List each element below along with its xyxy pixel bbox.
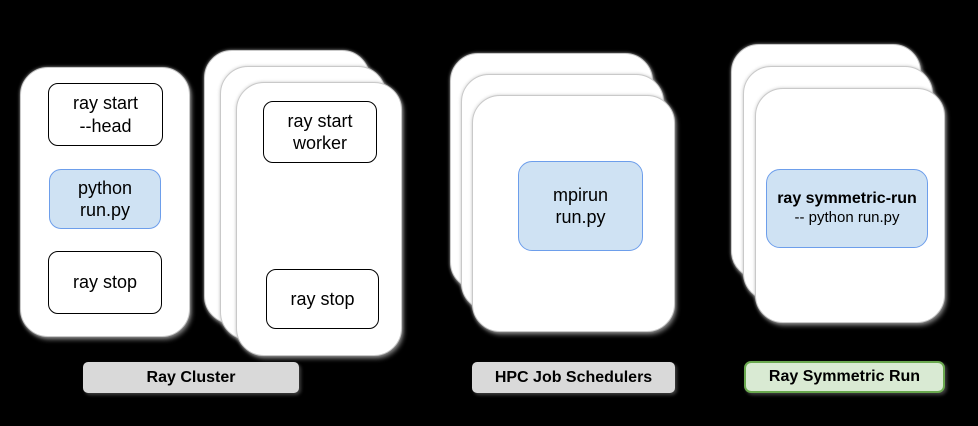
cmd-line: ray symmetric-run [777,190,917,208]
cmd-line: -- python run.py [794,209,900,227]
cmd-line: run.py [555,207,606,227]
cmd-line: ray stop [290,288,355,309]
cmd-line: --head [79,115,132,136]
cmd-line: run.py [79,200,131,220]
worker-nodes-stack: ray start worker ray stop [204,50,404,358]
worker-node-card: ray start worker ray stop [236,82,402,356]
label-text: HPC Job Schedulers [494,368,653,386]
label-ray-cluster: Ray Cluster [83,362,299,393]
cmd-line: ray start [72,93,138,113]
cmd-python-run-py: python run.py [49,169,161,229]
cmd-line: mpirun [552,184,609,205]
cmd-ray-start-worker: ray start worker [263,101,377,163]
cmd-ray-stop: ray stop [266,269,379,329]
label-ray-symmetric-run: Ray Symmetric Run [744,361,945,393]
cmd-mpirun-run-py: mpirun run.py [518,161,643,251]
ray-symmetric-run-stack: ray symmetric-run -- python run.py [731,44,946,324]
label-text: Ray Symmetric Run [768,368,921,385]
cmd-ray-stop: ray stop [48,251,162,314]
symmetric-run-card: ray symmetric-run -- python run.py [755,88,945,323]
hpc-job-schedulers-stack: mpirun run.py [450,53,676,333]
label-hpc-job-schedulers: HPC Job Schedulers [472,362,675,393]
cmd-ray-symmetric-run: ray symmetric-run -- python run.py [766,169,928,248]
head-node-card: ray start --head python run.py ray stop [20,67,190,337]
label-text: Ray Cluster [146,368,236,386]
cmd-line: python [77,177,133,198]
cmd-ray-start-head: ray start --head [48,83,163,146]
cmd-line: ray start [287,110,353,131]
cmd-line: ray stop [72,272,138,293]
hpc-job-card: mpirun run.py [472,95,675,332]
cmd-line: worker [292,133,347,153]
